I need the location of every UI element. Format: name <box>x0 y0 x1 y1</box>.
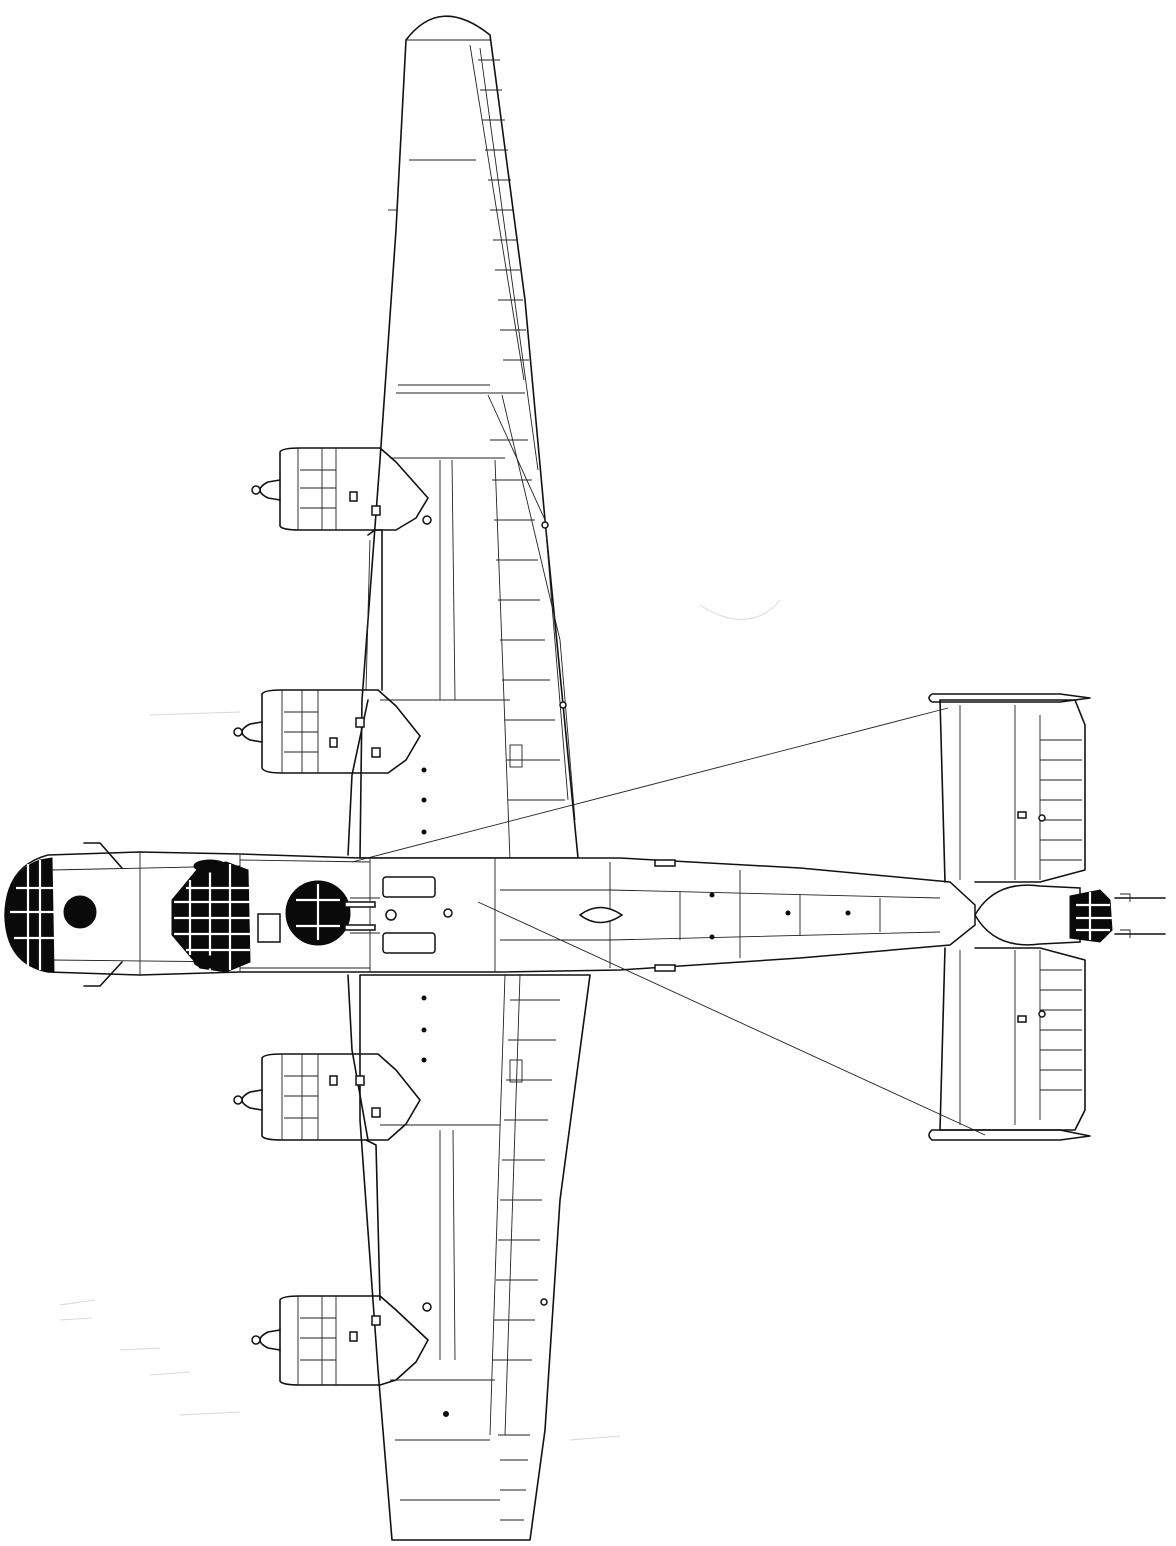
engine-nacelle-4 <box>251 1295 429 1386</box>
engine-nacelle-2 <box>233 689 421 774</box>
antenna-wires <box>351 707 986 1136</box>
nose-antennas <box>83 842 123 987</box>
fin-endplates <box>928 693 1091 1141</box>
upper-wing <box>347 15 579 861</box>
engine-nacelle-3 <box>233 1053 421 1141</box>
cockpit-canopy <box>171 859 251 973</box>
lower-wing <box>347 974 591 1541</box>
tail-turret <box>974 884 1166 946</box>
nose-glazing <box>4 857 97 973</box>
dorsal-turret <box>285 880 376 946</box>
fuselage <box>4 851 976 976</box>
background-smudges <box>59 599 781 1441</box>
engine-nacelle-1 <box>251 447 429 531</box>
